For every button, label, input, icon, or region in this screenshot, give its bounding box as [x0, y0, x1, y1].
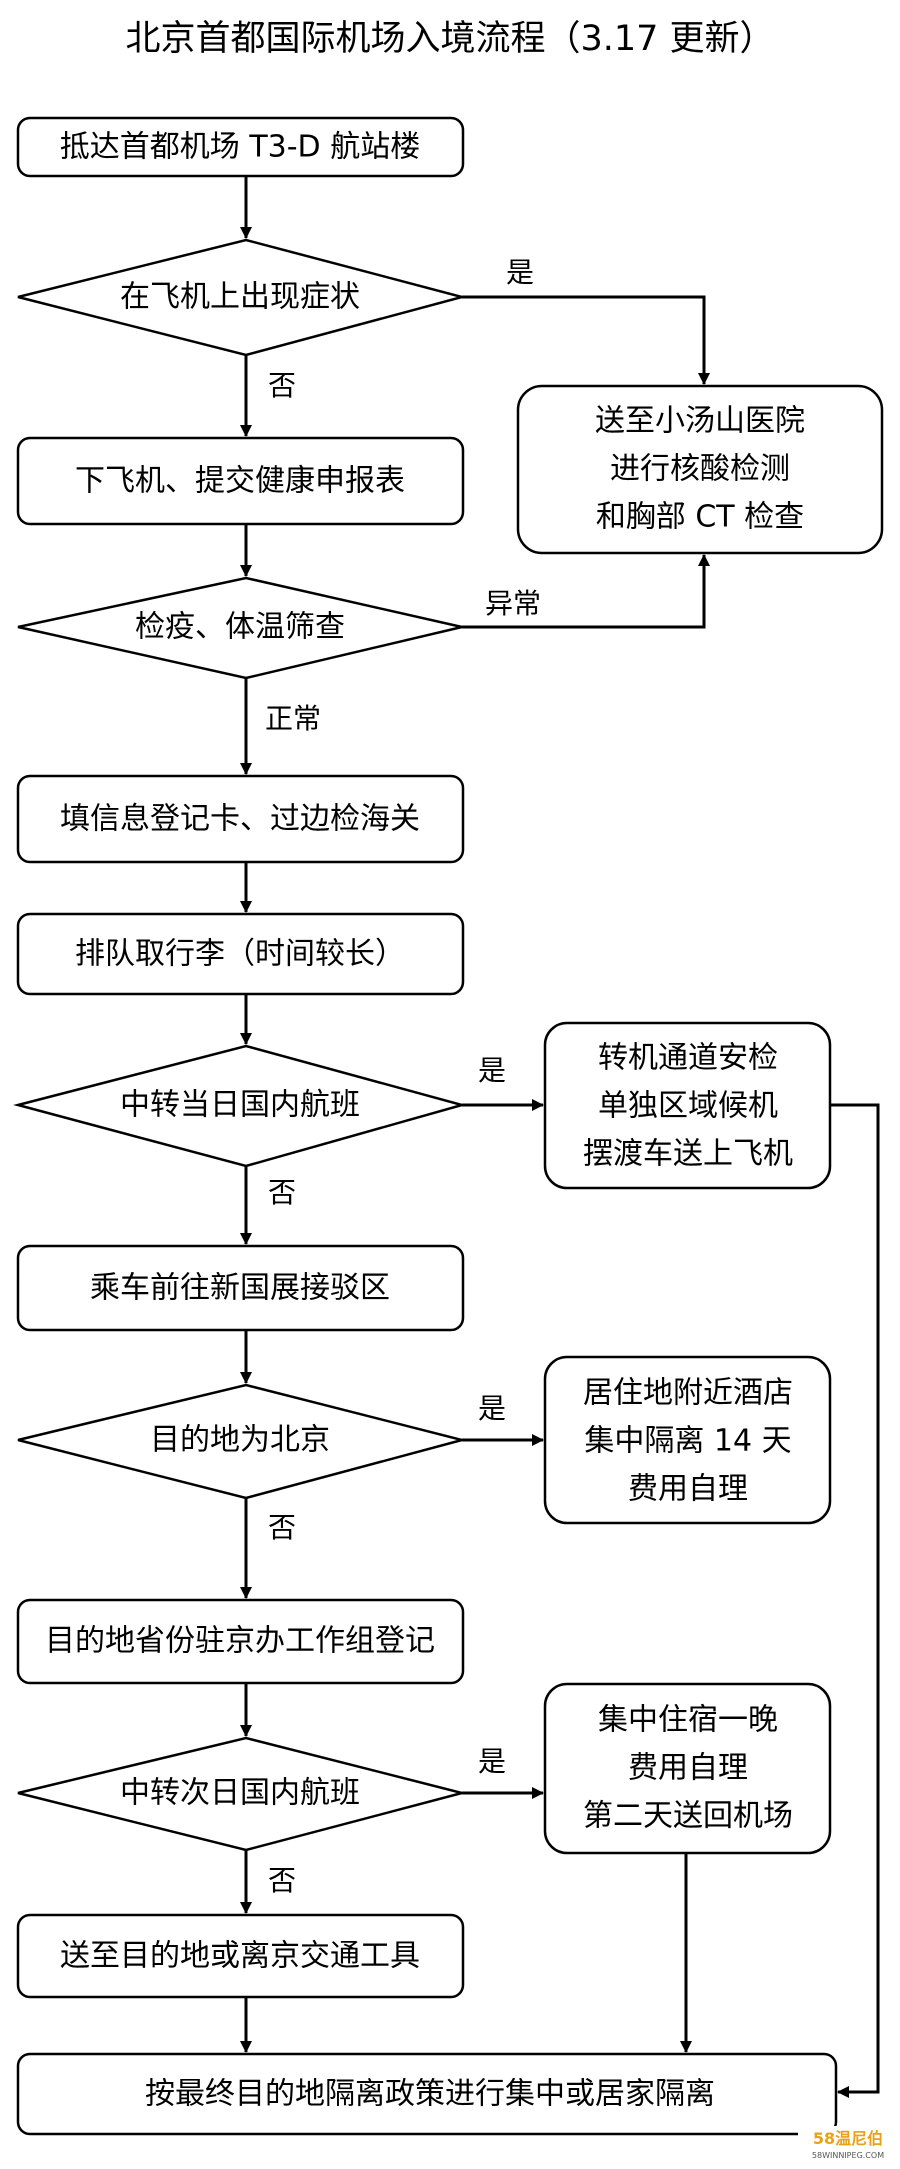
process-node-shuttle [16, 1244, 465, 1332]
node-text-health-form: 下飞机、提交健康申报表 [75, 464, 405, 499]
process-node-customs [16, 774, 465, 864]
side-text-transfer-line: 摆渡车送上飞机 [583, 1137, 793, 1172]
process-node-arrive [16, 116, 465, 178]
edge-d2-s1 [462, 554, 710, 629]
node-text-baggage: 排队取行李（时间较长） [75, 937, 405, 972]
side-text-overnight-line: 费用自理 [628, 1751, 748, 1786]
edge-label-yes: 是 [478, 1745, 506, 1778]
side-node-hotel-quarantine [543, 1355, 832, 1525]
edge-label-abnormal: 异常 [485, 587, 541, 620]
side-text-overnight-line: 集中住宿一晚 [598, 1703, 778, 1738]
node-text-transport: 送至目的地或离京交通工具 [60, 1939, 420, 1974]
edge-label-yes: 是 [506, 256, 534, 289]
node-text-customs: 填信息登记卡、过边检海关 [60, 802, 420, 837]
decision-node-next-day-transfer [17, 1736, 467, 1852]
edge-label-normal: 正常 [265, 702, 321, 735]
decision-node-beijing-destination [17, 1383, 467, 1500]
edge-label-no: 否 [268, 1176, 296, 1209]
watermark-main-text: 58温尼伯 [812, 2129, 884, 2148]
edge-labels: 是 否 异常 正常 是 否 是 否 是 否 [265, 256, 541, 1897]
side-text-transfer-line: 单独区域候机 [598, 1089, 778, 1124]
process-node-health-form [16, 436, 465, 526]
side-text-hotel-line: 费用自理 [628, 1472, 748, 1507]
side-text-hotel-line: 居住地附近酒店 [583, 1376, 793, 1411]
edge-s2-n8 [830, 1103, 880, 2098]
edge-label-no: 否 [268, 1511, 296, 1544]
node-text-shuttle: 乘车前往新国展接驳区 [90, 1271, 390, 1306]
edge-label-no: 否 [268, 369, 296, 402]
node-text-screening: 检疫、体温筛查 [135, 610, 345, 645]
side-node-transfer-security [543, 1021, 832, 1190]
edge-label-yes: 是 [478, 1054, 506, 1087]
side-text-hotel-line: 集中隔离 14 天 [584, 1424, 791, 1459]
edges [240, 176, 880, 2098]
side-text-hospital-line: 送至小汤山医院 [595, 404, 805, 439]
side-node-overnight-stay [543, 1682, 832, 1855]
edge-label-yes: 是 [478, 1392, 506, 1425]
node-text-arrive: 抵达首都机场 T3-D 航站楼 [60, 130, 420, 165]
decision-node-same-day-transfer [13, 1044, 467, 1168]
node-text-next-day-transfer: 中转次日国内航班 [120, 1776, 360, 1811]
watermark-logo: 58温尼伯 58WINNIPEG.COM [798, 2126, 898, 2166]
process-node-quarantine-policy [16, 2052, 838, 2136]
side-text-overnight-line: 第二天送回机场 [583, 1799, 793, 1834]
page-title: 北京首都国际机场入境流程（3.17 更新） [125, 19, 774, 59]
process-node-transport [16, 1913, 465, 1999]
watermark-sub-text: 58WINNIPEG.COM [811, 2151, 885, 2160]
side-text-hospital-line: 和胸部 CT 检查 [596, 500, 804, 535]
node-text-beijing-destination: 目的地为北京 [150, 1423, 330, 1458]
side-text-transfer-line: 转机通道安检 [598, 1041, 778, 1076]
side-text-hospital-line: 进行核酸检测 [610, 452, 790, 487]
decision-node-symptoms [17, 238, 467, 357]
node-text-symptoms: 在飞机上出现症状 [120, 280, 360, 315]
edge-d1-s1 [462, 295, 710, 385]
side-node-hospital [516, 384, 884, 555]
node-text-register: 目的地省份驻京办工作组登记 [45, 1624, 435, 1659]
edge-label-no: 否 [268, 1864, 296, 1897]
node-text-same-day-transfer: 中转当日国内航班 [120, 1088, 360, 1123]
process-node-baggage [16, 912, 465, 996]
node-text-quarantine-policy: 按最终目的地隔离政策进行集中或居家隔离 [145, 2077, 715, 2112]
decision-node-screening [17, 576, 463, 680]
process-node-register [16, 1598, 465, 1685]
